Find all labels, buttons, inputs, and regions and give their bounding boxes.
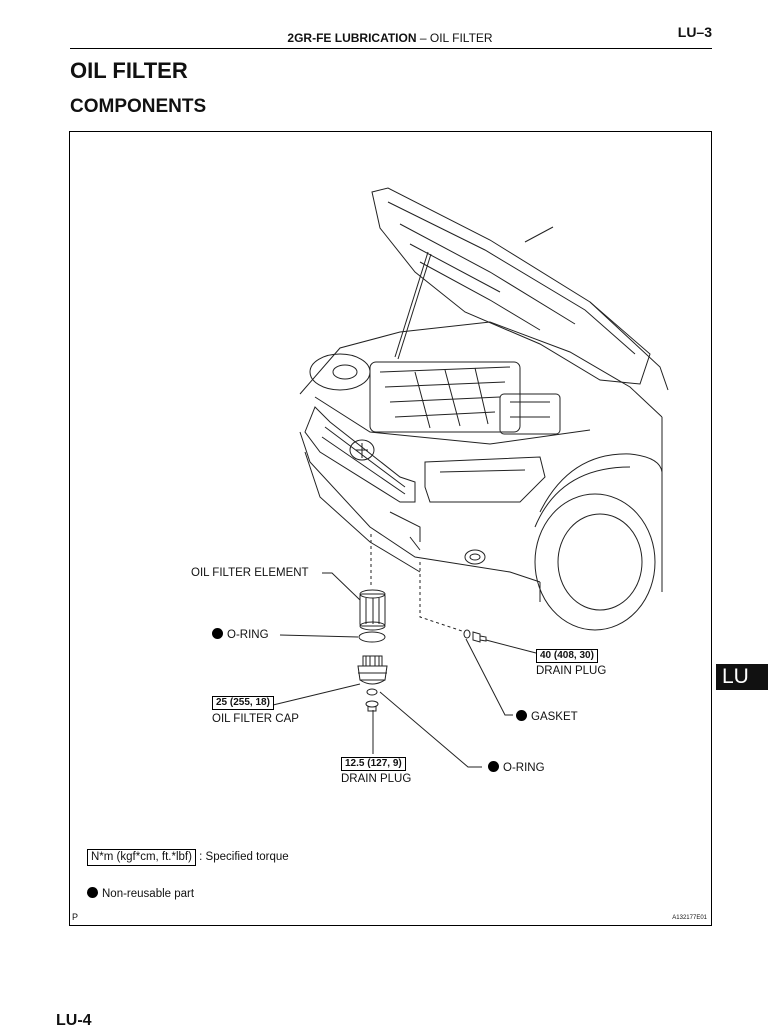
toyota-emblem-icon [349,439,375,461]
page-subtitle: COMPONENTS [70,96,207,117]
legend-torque-unit: N*m (kgf*cm, ft.*lbf) [87,849,196,866]
drain-plug-part [472,631,487,643]
fog-light [464,549,486,565]
front-bumper [299,431,541,583]
front-wheel [534,493,656,631]
non-reusable-dot-icon [488,761,499,772]
figure-id: A132177E01 [672,915,707,921]
torque-drain-plug-small: 12.5 (127, 9) [341,757,406,771]
legend-torque: N*m (kgf*cm, ft.*lbf) : Specified torque [87,849,289,866]
components-figure: OIL FILTER ELEMENT O-RING 25 (255, 18) O… [69,131,712,926]
page-header: 2GR-FE LUBRICATION – OIL FILTER LU–3 [0,0,768,60]
small-o-ring-part [366,688,378,696]
hood-strut [394,251,429,358]
torque-oil-filter-cap: 25 (255, 18) [212,696,274,710]
engine-cover [369,361,521,433]
label-o-ring-top: O-RING [212,628,269,642]
engine-bay-illustration [272,187,669,768]
headlight [424,456,546,503]
legend-torque-desc: : Specified torque [199,851,289,863]
figure-corner-mark: P [72,912,79,922]
section-subname: OIL FILTER [429,31,493,45]
header-rule [70,48,712,49]
page-number: LU–3 [677,24,712,40]
next-page-header-fragment: LU-4 [56,1012,92,1029]
label-o-ring-bottom: O-RING [488,761,545,775]
gasket-part [463,629,471,639]
non-reusable-dot-icon [212,628,223,639]
label-oil-filter-element: OIL FILTER ELEMENT [191,567,309,579]
o-ring-bottom-text: O-RING [503,762,545,774]
o-ring-top-text: O-RING [227,629,269,641]
torque-drain-plug-big: 40 (408, 30) [536,649,598,663]
grille [304,406,416,503]
section-separator: – [419,31,427,45]
non-reusable-dot-icon [87,887,98,898]
label-oil-filter-cap: OIL FILTER CAP [212,713,299,725]
legend-nonreusable-text: Non-reusable part [102,888,195,900]
small-drain-plug-part [365,700,379,712]
section-name: 2GR-FE LUBRICATION [287,31,417,45]
gasket-text: GASKET [531,711,578,723]
o-ring-part [358,631,386,643]
hood-outline [371,187,651,385]
section-side-tab: LU [716,664,768,690]
legend-nonreusable: Non-reusable part [87,887,194,901]
label-drain-plug-small: DRAIN PLUG [341,773,412,785]
body-outline [299,321,663,418]
label-drain-plug-big: DRAIN PLUG [536,665,607,677]
page-title: OIL FILTER [70,58,188,83]
oil-filter-element-part [359,589,386,631]
label-gasket: GASKET [516,710,578,724]
section-title: 2GR-FE LUBRICATION – OIL FILTER [240,31,540,45]
oil-filter-cap-part [357,655,388,685]
non-reusable-dot-icon [516,710,527,721]
